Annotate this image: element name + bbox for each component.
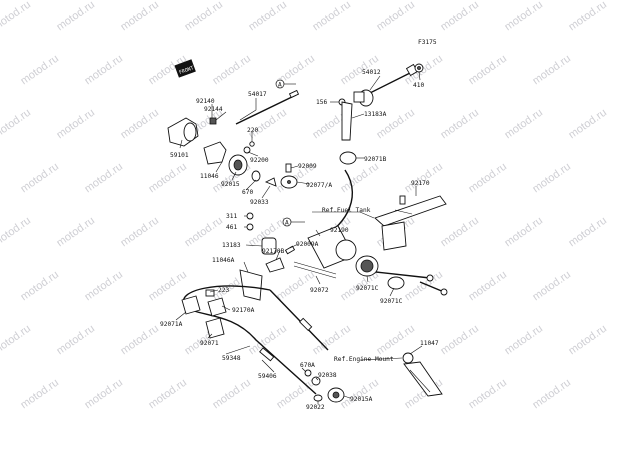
label-92009: 92009 [298,163,317,170]
clip-92033 [264,177,277,187]
part-220 [249,141,255,147]
label-92072: 92072 [310,287,329,294]
label-92071C-2: 92071C [380,298,403,305]
label-92170A: 92170A [232,307,255,314]
part-92071C-2 [387,276,405,290]
fuel-tank-bracket [374,195,447,251]
part-92071B [339,151,357,165]
label-11046: 11046 [200,173,219,180]
part-11047 [402,352,414,364]
label-92071C-1: 92071C [356,285,379,292]
part-223 [205,289,215,297]
label-92170B: 92170B [262,248,285,255]
bolt-92009A [284,245,296,255]
label-92190: 92190 [330,227,349,234]
label-59406: 59406 [258,373,277,380]
part-461 [246,223,254,231]
throttle-assembly-upper [167,89,300,189]
bolt-92009 [285,163,292,173]
bracket-92170B [265,257,285,273]
label-92038: 92038 [318,372,337,379]
label-92071: 92071 [200,340,219,347]
part-92200 [243,146,251,154]
label-13183: 13183 [222,242,241,249]
cable-54017 [235,94,297,125]
label-11046A: 11046A [212,257,235,264]
washer-92038 [311,376,321,386]
label-ref-fuel-tank: Ref.Fuel Tank [322,207,371,214]
label-92022: 92022 [306,404,325,411]
label-156: 156 [316,99,327,106]
label-92033: 92033 [250,199,269,206]
label-59101: 59101 [170,152,189,159]
label-ref-engine-mount: Ref.Engine Mount [334,356,394,363]
bracket-92170 [374,195,447,227]
label-59348: 59348 [222,355,241,362]
label-92071A: 92071A [160,321,183,328]
svg-text:A: A [278,82,282,89]
label-220: 220 [247,127,258,134]
cable-59348 [269,289,329,351]
right-cable [375,271,448,296]
label-54012: 54012 [362,69,381,76]
front-mark: FRONT [174,59,196,78]
bracket-11046A [239,269,263,301]
label-92144: 92144 [204,106,223,113]
label-92071B: 92071B [364,156,387,163]
part-92022 [313,394,323,402]
choke-assembly-upper [338,63,424,165]
front-mark-text: FRONT [178,65,194,76]
label-92015A: 92015A [350,396,373,403]
label-92077A: 92077/A [306,182,332,189]
label-92015: 92015 [221,181,240,188]
clamp-92071A [181,295,201,315]
bracket-11046 [203,141,227,165]
part-311 [246,212,254,220]
label-92200: 92200 [250,157,269,164]
callout-a-top: A [275,79,285,89]
washer-670A [304,369,312,377]
figure-code: F3175 [418,39,437,46]
label-92009A: 92009A [296,241,319,248]
engine-mount-bracket [402,352,443,397]
nut-92144 [209,117,217,125]
label-54017: 54017 [248,91,267,98]
part-labels: 54017 92140 92144 220 59101 92200 11046 … [160,69,439,411]
label-92170: 92170 [411,180,430,187]
label-11047: 11047 [420,340,439,347]
part-92071 [205,317,225,339]
label-223: 223 [218,287,229,294]
leader-lines [175,71,423,404]
lever-13183A [341,101,353,141]
clamp-92170A [207,297,227,317]
label-13183A: 13183A [364,111,387,118]
label-410: 410 [413,82,424,89]
center-assembly [239,212,379,301]
lower-cable [181,285,345,403]
svg-text:A: A [285,220,289,227]
label-92140: 92140 [196,98,215,105]
label-670: 670 [242,189,253,196]
washer-670 [251,170,261,182]
label-670A: 670A [300,362,315,369]
label-311: 311 [226,213,237,220]
label-461: 461 [226,224,237,231]
strap-92072 [293,261,337,279]
callout-a-mid: A [282,217,292,227]
